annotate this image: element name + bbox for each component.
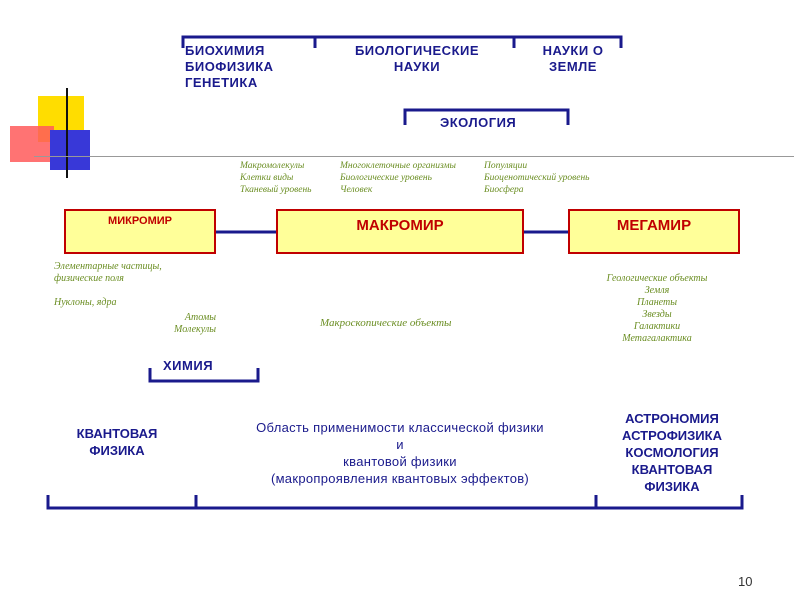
bottom-right-line: КВАНТОВАЯ [631,462,713,477]
mega-object: Планеты [637,297,677,308]
bio-sciences-group: БИОЛОГИЧЕСКИЕ НАУКИ [342,43,492,75]
mega-object: Звезды [642,309,672,320]
levels-col3: Популяции Биоценотический уровень Биосфе… [484,160,590,196]
earth-sciences-line2: ЗЕМЛЕ [549,59,597,74]
macro-world-box: МАКРОМИР [276,209,524,254]
bio-sciences-line1: БИОЛОГИЧЕСКИЕ [354,43,480,58]
level-item: Тканевый уровень [240,185,312,195]
biochem-line: БИОХИМИЯ [185,43,265,58]
micro-object: физические поля [54,273,124,284]
decor-blue-square [50,130,90,170]
macro-objects-label: Макроскопические объекты [320,317,452,329]
slide-number: 10 [738,574,753,589]
bottom-middle-line: Область применимости классической физики [256,420,544,435]
micro-world-label: МИКРОМИР [108,215,172,227]
biophys-line: БИОФИЗИКА [185,59,274,74]
bottom-left-line: ФИЗИКА [89,443,145,458]
micro-object [54,285,162,297]
micro-world-box: МИКРОМИР [64,209,216,254]
micro-objects-right: Атомы Молекулы [150,312,216,336]
micro-object: Нуклоны, ядра [54,297,117,308]
level-item: Многоклеточные организмы [340,161,456,171]
micro-object: Атомы [184,312,216,323]
bottom-right-line: КОСМОЛОГИЯ [625,445,719,460]
level-item: Биоценотический уровень [484,173,590,183]
genetics-line: ГЕНЕТИКА [185,75,258,90]
ecology-label: ЭКОЛОГИЯ [440,115,517,130]
chemistry-label: ХИМИЯ [163,358,214,373]
decor-horizontal-line [34,156,794,157]
bottom-middle-line: квантовой физики [343,454,457,469]
mega-object: Геологические объекты [606,273,708,284]
bottom-right-line: ФИЗИКА [644,479,700,494]
level-item: Популяции [484,161,528,171]
bottom-middle-line: и [396,437,404,452]
mega-objects: Геологические объекты Земля Планеты Звез… [592,273,722,345]
classical-physics-area: Область применимости классической физики… [210,419,590,487]
levels-col2: Многоклеточные организмы Биологические у… [340,160,456,196]
mega-object: Галактики [633,321,681,332]
quantum-physics-left: КВАНТОВАЯ ФИЗИКА [52,425,182,459]
mega-world-box: МЕГАМИР [568,209,740,254]
mega-object: Земля [644,285,670,296]
level-item: Макромолекулы [240,161,305,171]
bottom-middle-line: (макропроявления квантовых эффектов) [270,471,530,486]
level-item: Биосфера [484,185,524,195]
biochem-group: БИОХИМИЯ БИОФИЗИКА ГЕНЕТИКА [185,43,274,91]
level-item: Биологические уровень [340,173,432,183]
micro-object: Элементарные частицы, [54,261,162,272]
mega-object: Метагалактика [622,333,692,344]
levels-col1: Макромолекулы Клетки виды Тканевый урове… [240,160,311,196]
bottom-right-line: АСТРОФИЗИКА [622,428,722,443]
bottom-right-line: АСТРОНОМИЯ [625,411,719,426]
earth-sciences-line1: НАУКИ О [542,43,604,58]
level-item: Клетки виды [240,173,294,183]
level-item: Человек [340,185,373,195]
bottom-left-line: КВАНТОВАЯ [76,426,158,441]
bio-sciences-line2: НАУКИ [393,59,441,74]
earth-sciences-group: НАУКИ О ЗЕМЛЕ [528,43,618,75]
astronomy-group: АСТРОНОМИЯ АСТРОФИЗИКА КОСМОЛОГИЯ КВАНТО… [602,410,742,495]
micro-object: Молекулы [174,324,216,335]
micro-objects-left: Элементарные частицы, физические поля Ну… [54,261,162,309]
mega-world-label: МЕГАМИР [616,217,692,234]
macro-world-label: МАКРОМИР [356,217,444,234]
decor-logo [10,88,794,178]
decor-vertical-line [66,88,68,178]
